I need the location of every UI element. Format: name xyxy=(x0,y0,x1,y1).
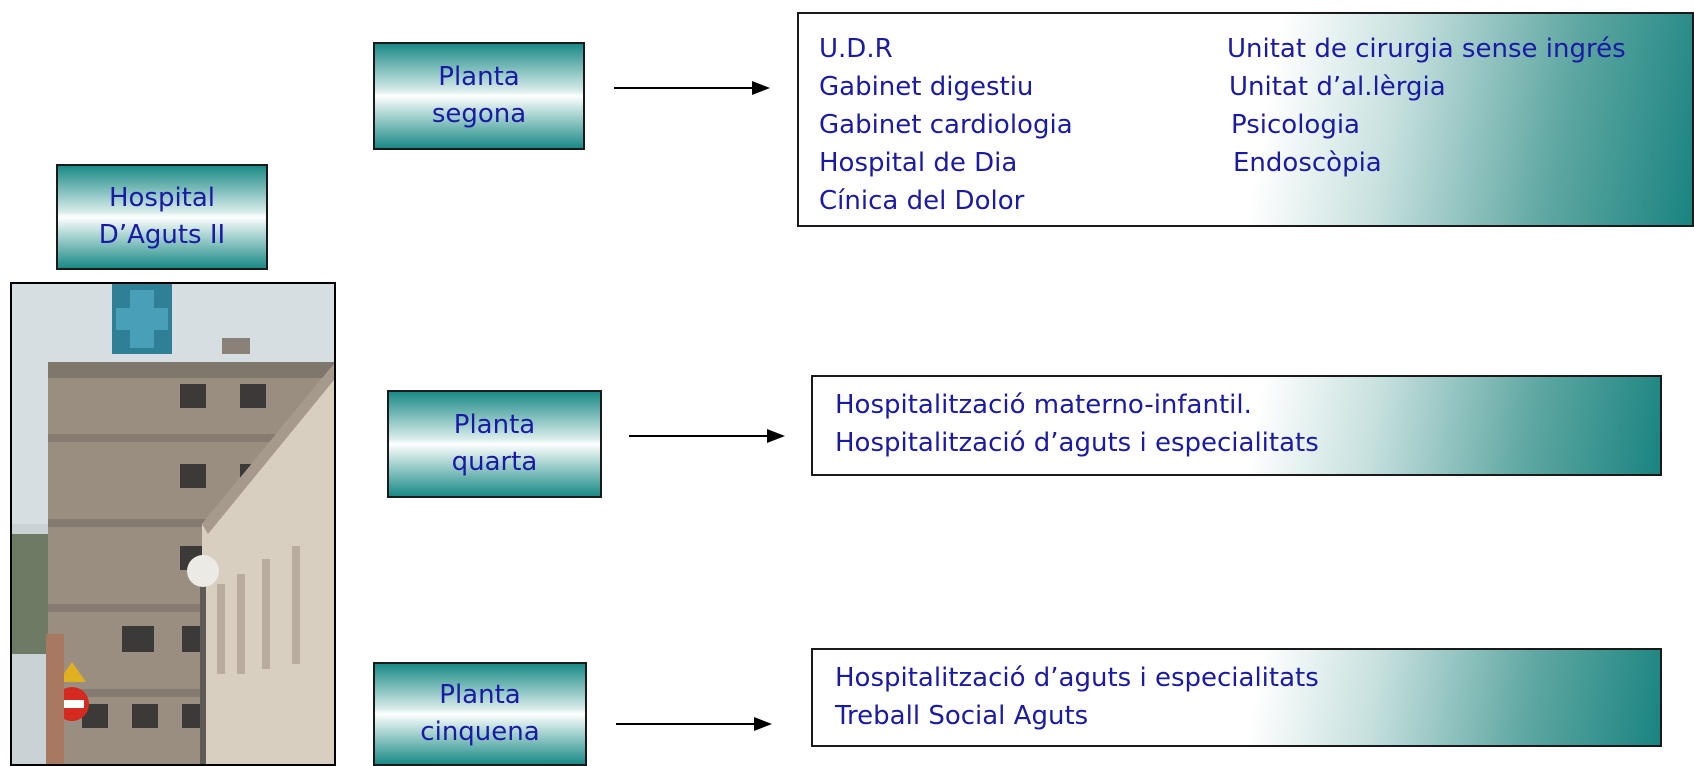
floor-box-quarta: Planta quarta xyxy=(387,390,602,498)
services-box-segona: U.D.R Gabinet digestiu Gabinet cardiolog… xyxy=(797,12,1694,227)
floor-label-line2: cinquena xyxy=(420,717,540,747)
service-materno-infantil: Hospitalització materno-infantil. xyxy=(835,390,1252,420)
services-box-cinquena: Hospitalització d’aguts i especialitats … xyxy=(811,648,1662,747)
floor-label-line1: Planta xyxy=(438,62,520,92)
hospital-title-line2: D’Aguts II xyxy=(98,220,226,250)
hospital-title-line1: Hospital xyxy=(108,183,216,213)
floor-box-segona: Planta segona xyxy=(373,42,585,150)
service-treball-social: Treball Social Aguts xyxy=(835,701,1089,731)
service-aguts-especialitats: Hospitalització d’aguts i especialitats xyxy=(835,428,1319,458)
floor-box-cinquena: Planta cinquena xyxy=(373,662,587,766)
hospital-building-photo xyxy=(10,282,336,766)
hospital-title-box: Hospital D’Aguts II xyxy=(56,164,268,270)
service-cirurgia-sense-ingres: Unitat de cirurgia sense ingrés xyxy=(1227,34,1626,64)
service-gabinet-cardiologia: Gabinet cardiologia xyxy=(819,110,1073,140)
floor-label-line2: quarta xyxy=(451,447,538,477)
service-udr: U.D.R xyxy=(819,34,893,64)
floor-label-line1: Planta xyxy=(453,410,536,440)
services-box-quarta: Hospitalització materno-infantil. Hospit… xyxy=(811,375,1662,476)
service-allergia: Unitat d’al.lèrgia xyxy=(1229,72,1446,102)
service-aguts-especialitats: Hospitalització d’aguts i especialitats xyxy=(835,663,1319,693)
floor-label-line2: segona xyxy=(431,99,527,129)
arrow-segona xyxy=(614,81,770,95)
service-gabinet-digestiu: Gabinet digestiu xyxy=(819,72,1034,102)
building-illustration xyxy=(12,284,334,764)
arrow-cinquena xyxy=(616,717,772,731)
service-clinica-dolor: Cínica del Dolor xyxy=(819,186,1025,216)
service-psicologia: Psicologia xyxy=(1231,110,1360,140)
arrow-quarta xyxy=(629,429,785,443)
service-hospital-de-dia: Hospital de Dia xyxy=(819,148,1018,178)
floor-label-line1: Planta xyxy=(439,680,521,710)
service-endoscopia: Endoscòpia xyxy=(1233,148,1382,178)
